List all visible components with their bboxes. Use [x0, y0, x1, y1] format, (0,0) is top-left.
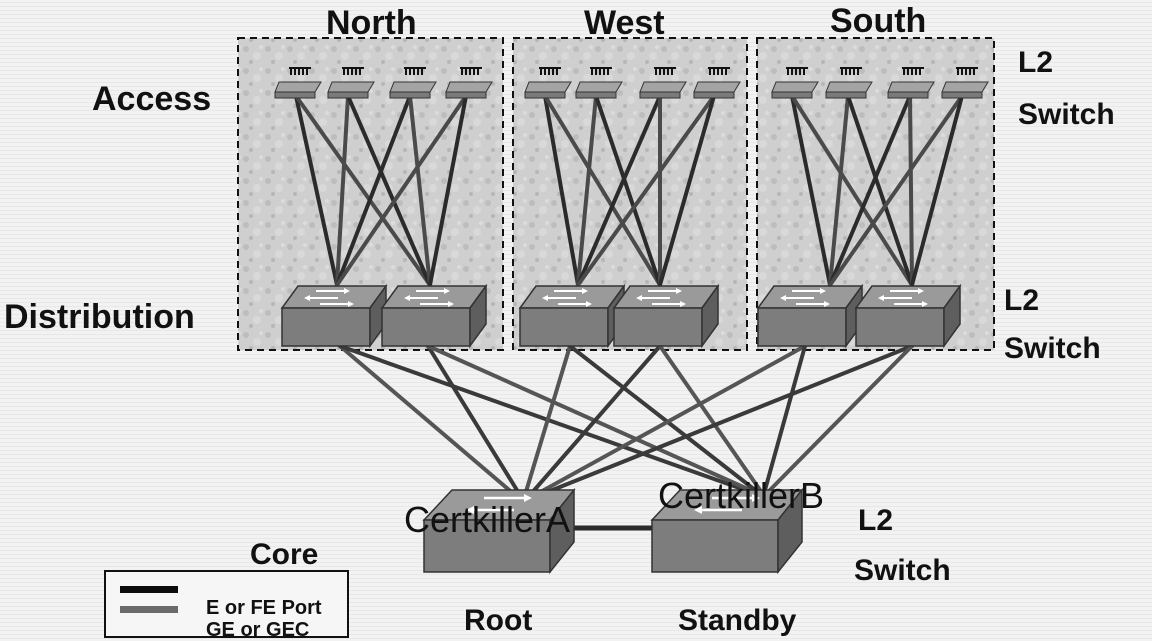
access-switch-icon — [771, 67, 819, 99]
link — [594, 94, 662, 287]
layer-label-core: Core — [250, 538, 319, 571]
link — [908, 94, 914, 287]
distribution-switch-type-line1: L2 — [1004, 284, 1040, 317]
distribution-switches — [280, 283, 962, 349]
access-distribution-links — [294, 94, 964, 287]
access-switch-type-line2: Switch — [1018, 98, 1115, 131]
link — [426, 344, 752, 492]
link — [658, 94, 716, 287]
core-switch-a-icon — [422, 487, 576, 575]
core-switch-type-line1: L2 — [858, 504, 894, 537]
legend-swatch-fe — [120, 586, 178, 593]
core-switch-type-line2: Switch — [854, 554, 951, 587]
access-switch-icon — [389, 67, 437, 99]
access-switch-icon — [327, 67, 375, 99]
core-device-b-role: Standby — [678, 604, 797, 637]
distribution-core-links — [338, 344, 914, 497]
link — [408, 94, 432, 287]
link — [294, 94, 432, 287]
access-switch-icon — [524, 67, 572, 99]
distribution-switch-type-line2: Switch — [1004, 332, 1101, 365]
legend-swatch-ge — [120, 606, 178, 613]
access-switch-icon — [941, 67, 989, 99]
distribution-switch-icon — [380, 283, 488, 349]
region-label-north: North — [326, 4, 417, 42]
link — [568, 344, 757, 492]
link — [335, 94, 412, 287]
distribution-switch-icon — [518, 283, 626, 349]
legend-box: E or FE Port GE or GEC — [104, 570, 349, 641]
core-switch-b-icon — [650, 487, 804, 575]
link — [538, 344, 914, 497]
link — [523, 344, 572, 497]
access-switch-icon — [274, 67, 322, 99]
link — [533, 344, 807, 497]
link — [658, 344, 762, 492]
access-switch-icon — [887, 67, 935, 99]
link — [790, 94, 914, 287]
link — [828, 94, 850, 287]
access-switch-icon — [639, 67, 687, 99]
access-switch-icon — [693, 67, 741, 99]
access-switch-icon — [445, 67, 493, 99]
legend-label-fe: E or FE Port — [206, 597, 322, 619]
access-switches — [274, 67, 989, 99]
link — [528, 344, 662, 497]
link — [910, 94, 964, 287]
link — [790, 94, 832, 287]
link — [846, 94, 914, 287]
link — [335, 94, 350, 287]
link — [346, 94, 432, 287]
link — [335, 94, 468, 287]
access-switch-icon — [825, 67, 873, 99]
link — [828, 94, 964, 287]
core-switches — [422, 487, 804, 575]
link — [426, 344, 522, 497]
link — [768, 344, 914, 492]
link — [338, 344, 517, 497]
core-device-b-name: CertkillerB — [658, 475, 825, 516]
link — [294, 94, 339, 287]
distribution-switch-icon — [612, 283, 720, 349]
link — [828, 94, 912, 287]
region-label-south: South — [830, 2, 927, 40]
distribution-switch-icon — [756, 283, 864, 349]
legend-label-ge: GE or GEC — [206, 619, 310, 641]
link — [763, 344, 807, 492]
link — [543, 94, 662, 287]
link — [543, 94, 580, 287]
layer-label-access: Access — [92, 80, 212, 118]
layer-label-distribution: Distribution — [4, 298, 195, 336]
distribution-switch-icon — [854, 283, 962, 349]
distribution-switch-icon — [280, 283, 388, 349]
access-switch-icon — [575, 67, 623, 99]
link — [576, 94, 662, 287]
link — [576, 94, 716, 287]
access-switch-type-line1: L2 — [1018, 46, 1054, 79]
core-device-a-name: CertkillerA — [404, 499, 571, 540]
link — [576, 94, 598, 287]
core-device-a-role: Root — [464, 604, 533, 637]
region-label-west: West — [584, 4, 665, 42]
link — [428, 94, 468, 287]
link — [338, 344, 747, 492]
